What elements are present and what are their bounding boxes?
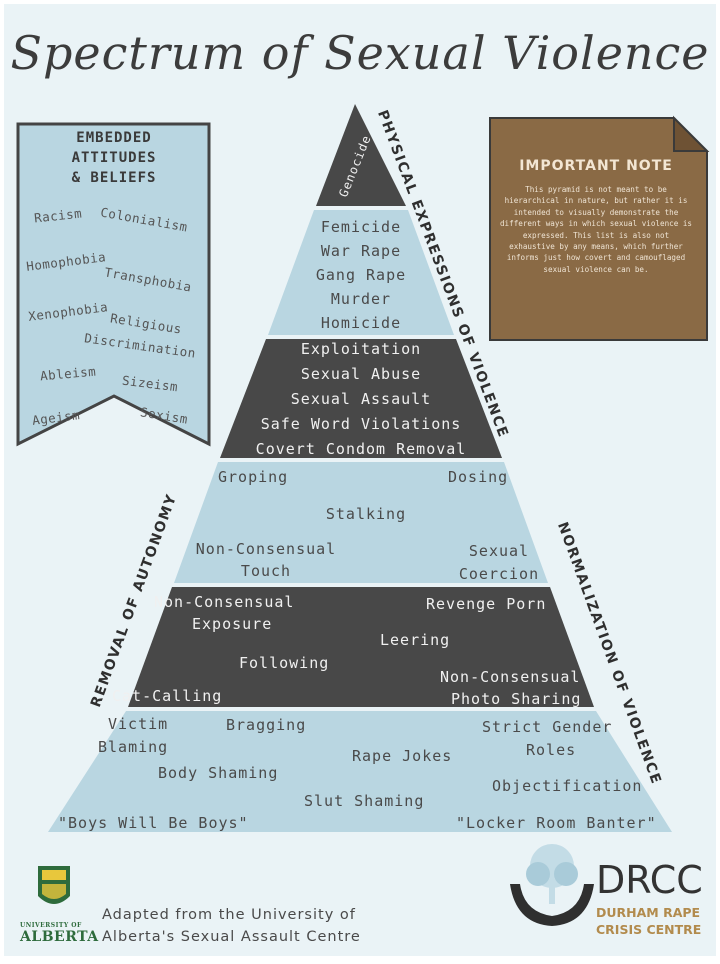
tier6-item: Body Shaming bbox=[158, 764, 279, 782]
note-paper bbox=[489, 117, 708, 341]
drcc-subtitle: DURHAM RAPE CRISIS CENTRE bbox=[596, 905, 702, 937]
tier3-item: Sexual Abuse bbox=[300, 365, 422, 383]
tier-apex bbox=[316, 104, 406, 206]
tier6-item: Roles bbox=[526, 741, 577, 759]
drcc-tree-icon bbox=[510, 844, 594, 926]
tier4-item: Dosing bbox=[448, 468, 509, 486]
credit-text: Adapted from the University of Alberta's… bbox=[102, 907, 361, 945]
tier6-item: Victim bbox=[108, 715, 169, 733]
tier2-item: Femicide bbox=[320, 218, 402, 236]
tier-5 bbox=[128, 587, 594, 707]
tier6-item: Objectification bbox=[492, 777, 643, 795]
tier6-item: "Boys Will Be Boys" bbox=[58, 814, 249, 832]
tier-2 bbox=[268, 210, 454, 335]
tier4-item: Sexual bbox=[468, 542, 530, 560]
tier4-item: Coercion bbox=[458, 565, 540, 583]
tier5-item: Following bbox=[239, 654, 330, 672]
drcc-logo-text: DRCC bbox=[596, 858, 703, 902]
tier-4 bbox=[174, 462, 548, 583]
tier5-item: Revenge Porn bbox=[426, 595, 547, 613]
tier4-item: Touch bbox=[240, 562, 292, 580]
note-body: This pyramid is not meant to be hierarch… bbox=[499, 185, 693, 274]
tier5-item: Photo Sharing bbox=[451, 690, 582, 708]
tier5-item: Leering bbox=[380, 631, 451, 649]
tier5-item: Cat-Calling bbox=[112, 687, 223, 705]
tier5-item: Non-Consensual bbox=[154, 593, 295, 611]
note-fold bbox=[673, 115, 710, 152]
tier3-item: Sexual Assault bbox=[290, 390, 432, 408]
tier5-item: Exposure bbox=[192, 615, 273, 633]
beliefs-banner bbox=[16, 122, 211, 447]
tier3-item: Exploitation bbox=[300, 340, 422, 358]
poster: Spectrum of Sexual Violence EMBEDDED ATT… bbox=[4, 4, 716, 956]
tier4-item: Groping bbox=[218, 468, 289, 486]
tier3-item: Safe Word Violations bbox=[260, 415, 462, 433]
tier4-item: Stalking bbox=[325, 505, 407, 523]
tier-3 bbox=[220, 339, 502, 458]
tier2-item: Gang Rape bbox=[315, 266, 407, 284]
tier6-item: Strict Gender bbox=[482, 718, 613, 736]
beliefs-banner-title: EMBEDDED ATTITUDES & BELIEFS bbox=[71, 130, 157, 186]
tier2-item: Murder bbox=[330, 290, 392, 308]
tier6-item: "Locker Room Banter" bbox=[456, 814, 657, 832]
pyramid-graphic bbox=[16, 104, 710, 926]
tier6-item: Slut Shaming bbox=[304, 792, 425, 810]
tier5-item: Non-Consensual bbox=[440, 668, 581, 686]
tier3-item: Covert Condom Removal bbox=[255, 440, 467, 458]
page-title: Spectrum of Sexual Violence bbox=[10, 26, 710, 80]
tier6-item: Blaming bbox=[98, 738, 169, 756]
tier2-item: War Rape bbox=[320, 242, 402, 260]
ualberta-logo: UNIVERSITY OF ALBERTA bbox=[20, 922, 99, 945]
tier6-item: Bragging bbox=[226, 716, 307, 734]
tier-6 bbox=[48, 711, 672, 832]
tier2-item: Homicide bbox=[320, 314, 402, 332]
note-title: IMPORTANT NOTE bbox=[519, 158, 673, 174]
tier6-item: Rape Jokes bbox=[352, 747, 453, 765]
tier4-item: Non-Consensual bbox=[195, 540, 337, 558]
